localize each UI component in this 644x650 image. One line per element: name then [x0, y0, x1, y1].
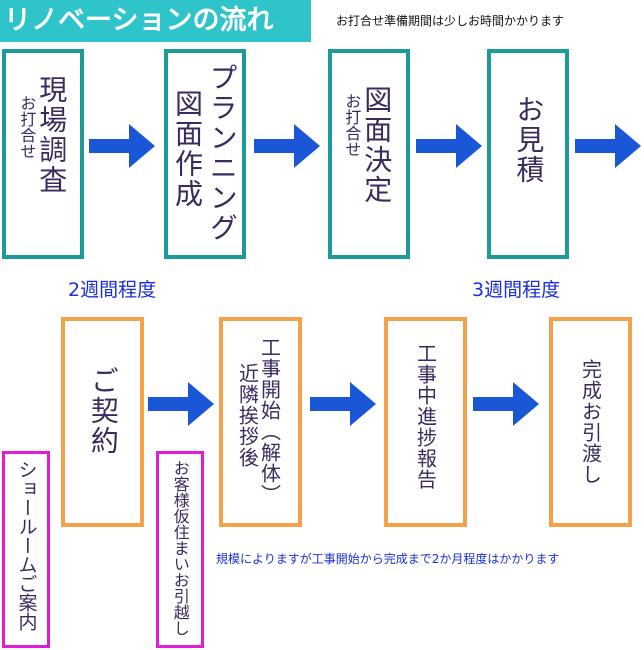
side-label: ショールームご案内: [15, 460, 38, 631]
step-main-label: 完成お引渡し: [578, 359, 603, 485]
arrow-right-icon: [416, 124, 482, 168]
arrow-right-icon: [148, 382, 214, 426]
step-contract: ご契約: [61, 317, 144, 527]
step-sub-label: お打合せ: [17, 95, 37, 159]
step-completion-handover: 完成お引渡し: [549, 317, 632, 527]
diagram-title: リノベーションの流れ: [0, 0, 311, 42]
arrow-right-icon: [473, 382, 539, 426]
duration-label: 2週間程度: [68, 279, 157, 301]
step-site-survey: 現場調査 お打合せ: [2, 49, 84, 259]
step-main-label: お見積: [512, 95, 546, 185]
side-label: お客様仮住まいお引越し: [170, 460, 190, 636]
step-main-label: プランニング: [205, 63, 239, 243]
step-main-label: 工事開始（解体）: [257, 337, 282, 505]
step-drawing-decision: 図面決定 お打合せ: [328, 49, 410, 259]
step-progress-report: 工事中進捗報告: [384, 317, 467, 527]
temporary-move-box: お客様仮住まいお引越し: [156, 451, 204, 648]
construction-duration-note: 規模によりますが工事開始から完成まで2か月程度はかかります: [216, 552, 560, 566]
step-construction-start: 工事開始（解体） 近隣挨拶後: [219, 317, 302, 527]
header-note: お打合せ準備期間は少しお時間かかります: [336, 14, 565, 28]
arrow-right-icon: [89, 124, 155, 168]
arrow-right-icon: [575, 124, 641, 168]
step-sub-label: 近隣挨拶後: [235, 363, 260, 468]
step-sub-label: お打合せ: [342, 93, 362, 157]
step-main-label: ご契約: [86, 366, 120, 456]
showroom-guide-box: ショールームご案内: [2, 451, 50, 648]
step-planning: プランニング 図面作成: [164, 49, 246, 259]
step-main-label: 現場調査: [35, 75, 69, 195]
step-sub-label: 図面作成: [171, 89, 204, 209]
duration-label: 3週間程度: [472, 279, 561, 301]
arrow-right-icon: [310, 382, 376, 426]
arrow-right-icon: [254, 124, 320, 168]
step-estimate: お見積: [487, 49, 569, 259]
step-main-label: 工事中進捗報告: [413, 343, 438, 490]
step-main-label: 図面決定: [360, 85, 394, 205]
